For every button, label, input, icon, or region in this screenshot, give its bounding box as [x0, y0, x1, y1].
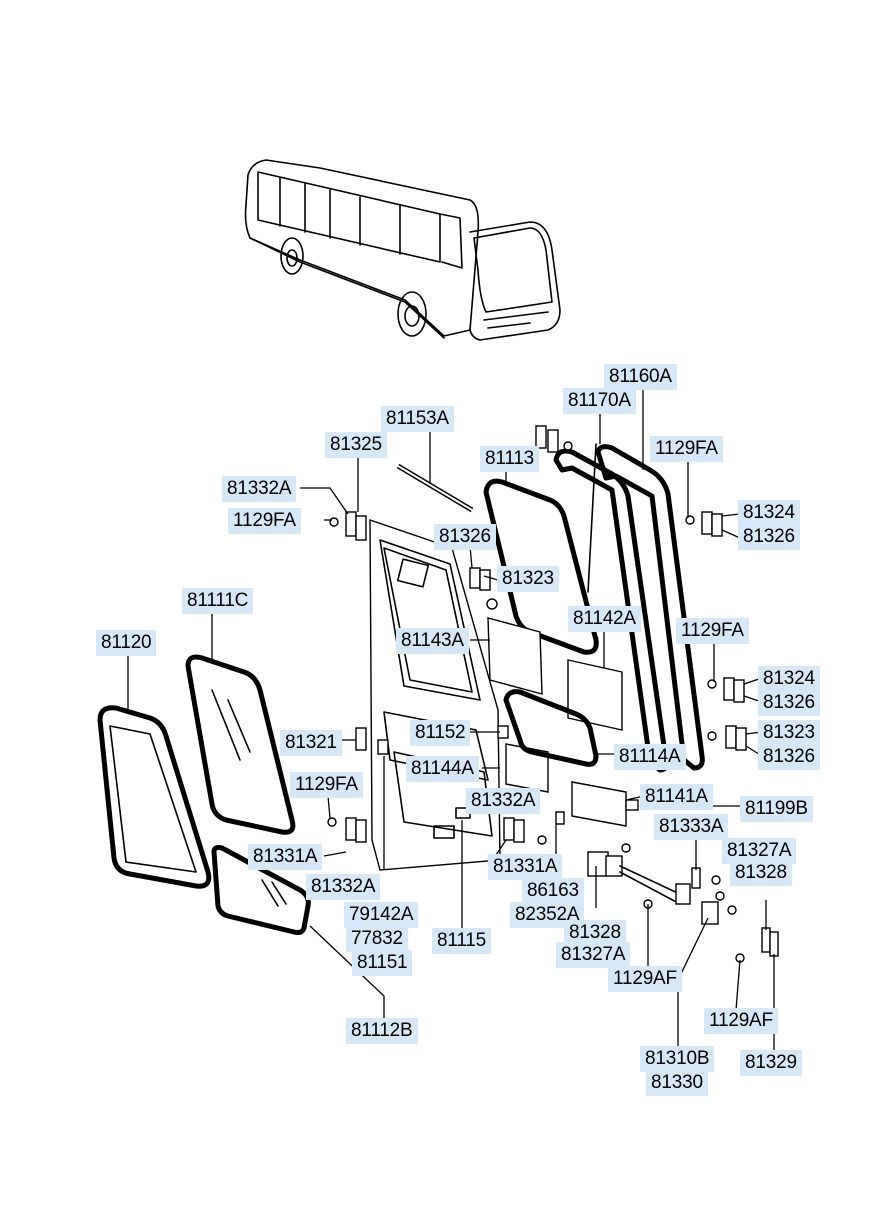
label-81332A: 81332A — [222, 476, 297, 502]
label-81144A: 81144A — [406, 756, 479, 782]
trim-81144A — [505, 743, 549, 793]
label-1129AF: 1129AF — [704, 1008, 778, 1034]
window-glass-81111C — [185, 654, 296, 835]
door-panel — [355, 519, 501, 871]
label-86163: 86163 — [522, 878, 584, 904]
label-81332A: 81332A — [306, 874, 381, 900]
label-81170A: 81170A — [563, 388, 636, 414]
label-1129FA: 1129FA — [676, 618, 749, 644]
label-81325: 81325 — [325, 432, 387, 458]
label-81113: 81113 — [480, 446, 540, 472]
label-81115: 81115 — [432, 928, 492, 954]
label-81326: 81326 — [758, 690, 820, 716]
label-81332A: 81332A — [466, 788, 541, 814]
label-81141A: 81141A — [640, 784, 713, 810]
label-81120: 81120 — [96, 630, 157, 656]
label-79142A: 79142A — [344, 902, 419, 928]
label-81328: 81328 — [730, 860, 792, 886]
window-seal-81120 — [97, 705, 212, 889]
label-1129FA: 1129FA — [650, 436, 723, 462]
label-81326: 81326 — [434, 524, 496, 550]
label-81327A: 81327A — [556, 942, 631, 968]
lock-mechanism — [587, 843, 779, 963]
label-81153A: 81153A — [381, 406, 454, 432]
trim-81142A — [567, 659, 623, 731]
label-81112B: 81112B — [346, 1018, 418, 1044]
label-81114A: 81114A — [614, 744, 686, 770]
label-81152: 81152 — [410, 720, 471, 746]
trim-81143A — [487, 617, 543, 695]
label-81111C: 81111C — [182, 588, 254, 614]
label-81326: 81326 — [738, 524, 800, 550]
label-1129FA: 1129FA — [228, 508, 301, 534]
label-81327A: 81327A — [722, 838, 797, 864]
label-81330: 81330 — [646, 1070, 708, 1096]
label-81328: 81328 — [564, 920, 626, 946]
label-81326: 81326 — [758, 744, 820, 770]
pad-81199B — [625, 799, 639, 811]
label-81331A: 81331A — [488, 854, 563, 880]
label-81321: 81321 — [280, 730, 342, 756]
label-81310B: 81310B — [640, 1046, 715, 1072]
label-81324: 81324 — [738, 500, 800, 526]
bus-illustration — [244, 159, 561, 341]
label-1129FA: 1129FA — [290, 772, 363, 798]
label-81323: 81323 — [758, 720, 820, 746]
lower-glass-81112B — [211, 845, 311, 935]
label-81143A: 81143A — [396, 628, 469, 654]
label-81323: 81323 — [497, 566, 559, 592]
label-81333A: 81333A — [654, 814, 729, 840]
label-81329: 81329 — [740, 1050, 802, 1076]
label-81331A: 81331A — [248, 844, 323, 870]
hinges — [327, 425, 747, 845]
label-81160A: 81160A — [604, 364, 677, 390]
label-81151: 81151 — [352, 950, 413, 976]
label-81142A: 81142A — [568, 606, 641, 632]
lower-seal-81114A — [503, 689, 599, 767]
label-77832: 77832 — [346, 926, 408, 952]
frame-81160A — [587, 443, 705, 771]
trim-81141A — [571, 781, 627, 827]
label-81199B: 81199B — [740, 796, 813, 822]
label-81324: 81324 — [758, 666, 820, 692]
label-1129AF: 1129AF — [608, 966, 682, 992]
